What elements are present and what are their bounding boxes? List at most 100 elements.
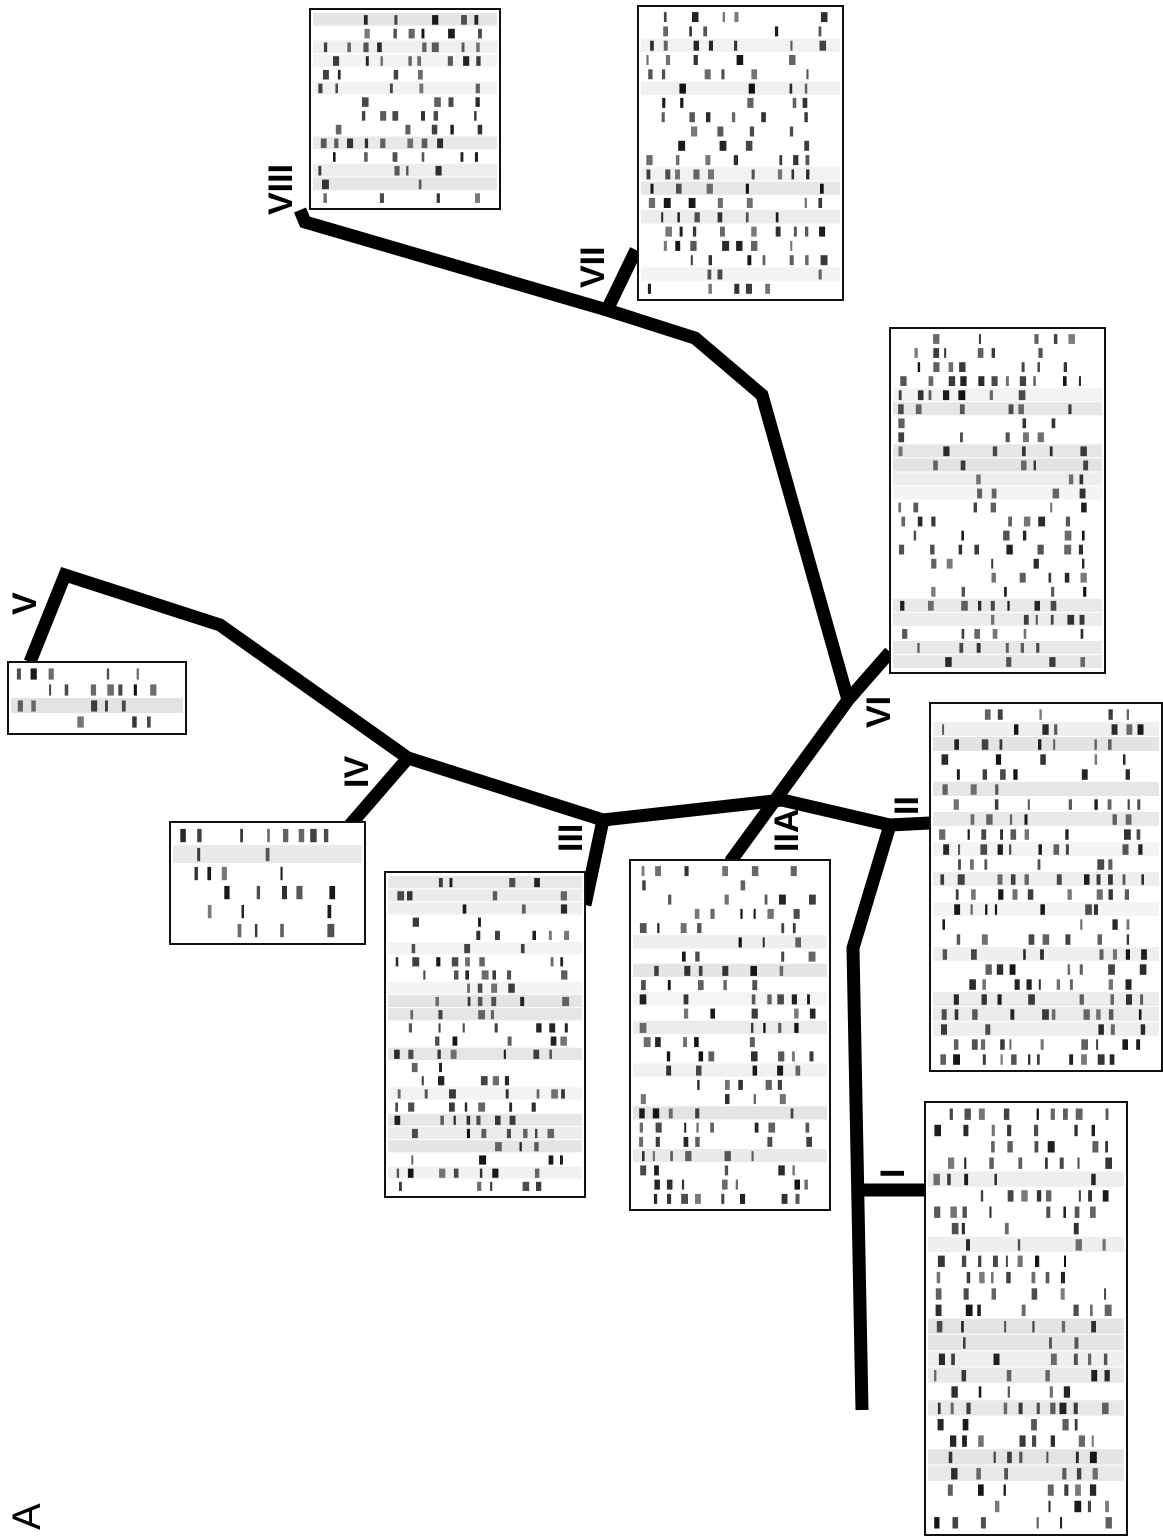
gel-band xyxy=(105,700,108,711)
gel-band xyxy=(238,924,242,937)
gel-lane-shade xyxy=(388,982,582,994)
gel-band xyxy=(720,141,727,151)
gel-band xyxy=(915,348,918,358)
gel-band xyxy=(706,112,710,122)
cluster-label-VIII: VIII xyxy=(262,164,300,215)
gel-band xyxy=(318,166,321,176)
gel-band xyxy=(1123,754,1126,765)
gel-band xyxy=(476,931,480,940)
gel-band xyxy=(746,141,753,151)
gel-band xyxy=(684,1123,686,1133)
gel-band xyxy=(994,1452,996,1463)
gel-panel-II xyxy=(930,703,1162,1071)
gel-band xyxy=(1010,1009,1014,1020)
gel-band xyxy=(1105,1305,1112,1316)
gel-band xyxy=(661,212,663,222)
cluster-label-III: III xyxy=(552,824,590,852)
gel-band xyxy=(819,26,822,36)
gel-band xyxy=(761,112,766,122)
gel-band xyxy=(224,886,229,899)
gel-band xyxy=(549,931,552,940)
gel-band xyxy=(971,904,973,915)
gel-band xyxy=(522,904,526,913)
gel-lane-shade xyxy=(388,1167,582,1179)
gel-band xyxy=(974,503,977,513)
gel-band xyxy=(961,601,968,611)
gel-band xyxy=(1126,724,1132,735)
gel-band xyxy=(914,531,916,541)
gel-band xyxy=(1040,754,1046,765)
gel-lane-shade xyxy=(388,889,582,901)
gel-band xyxy=(418,70,423,80)
gel-panels xyxy=(8,6,1162,1535)
gel-band xyxy=(981,1517,986,1528)
gel-band xyxy=(1103,1239,1106,1250)
gel-band xyxy=(436,166,442,176)
gel-band xyxy=(1005,1223,1009,1234)
gel-band xyxy=(649,198,655,208)
gel-band xyxy=(694,41,699,51)
gel-band xyxy=(461,15,467,25)
gel-band xyxy=(477,1182,481,1191)
gel-band xyxy=(954,994,959,1005)
gel-band xyxy=(763,1023,765,1033)
gel-band xyxy=(793,923,796,933)
gel-band xyxy=(678,141,685,151)
gel-lane-shade xyxy=(928,1351,1124,1366)
gel-band xyxy=(962,1370,967,1381)
gel-band xyxy=(1080,615,1085,625)
gel-lane-shade xyxy=(388,995,582,1007)
gel-band xyxy=(523,1182,530,1191)
gel-band xyxy=(323,70,329,80)
gel-band xyxy=(365,139,368,149)
gel-lane-shade xyxy=(933,782,1159,796)
gel-band xyxy=(983,769,987,780)
gel-panel-IIA xyxy=(630,860,830,1210)
gel-band xyxy=(691,255,693,265)
gel-band xyxy=(736,241,742,251)
gel-band xyxy=(918,362,920,372)
gel-band xyxy=(417,56,421,66)
gel-band xyxy=(749,84,755,94)
gel-band xyxy=(945,657,952,667)
gel-band xyxy=(804,1180,808,1190)
gel-band xyxy=(656,1123,662,1133)
gel-band xyxy=(1091,1174,1096,1185)
gel-band xyxy=(991,1272,994,1283)
gel-band xyxy=(685,1151,691,1161)
gel-band xyxy=(929,376,934,386)
gel-panel-VI xyxy=(890,328,1105,673)
gel-band xyxy=(1007,1452,1012,1463)
gel-band xyxy=(1039,979,1041,990)
gel-band xyxy=(958,390,965,400)
gel-band xyxy=(957,769,960,780)
gel-band xyxy=(436,957,440,966)
gel-band xyxy=(1052,1009,1056,1020)
gel-lane-shade xyxy=(388,1140,582,1152)
gel-band xyxy=(697,1080,699,1090)
gel-band xyxy=(979,1109,985,1120)
gel-band xyxy=(951,1403,954,1414)
gel-band xyxy=(1108,799,1112,810)
gel-band xyxy=(1049,573,1052,583)
gel-band xyxy=(1108,874,1113,885)
gel-band xyxy=(957,934,961,945)
gel-band xyxy=(495,931,500,940)
gel-band xyxy=(978,1435,984,1446)
gel-band xyxy=(327,924,334,937)
gel-band xyxy=(412,957,419,966)
gel-band xyxy=(781,952,784,962)
gel-band xyxy=(747,98,753,108)
gel-band xyxy=(207,867,211,880)
gel-band xyxy=(1064,1256,1066,1267)
gel-band xyxy=(962,587,965,597)
gel-lane-shade xyxy=(893,486,1102,499)
gel-band xyxy=(478,997,483,1006)
gel-band xyxy=(936,1288,942,1299)
gel-band xyxy=(1004,1109,1009,1120)
gel-band xyxy=(561,970,567,979)
gel-band xyxy=(722,866,728,876)
gel-lane-shade xyxy=(928,1335,1124,1350)
gel-band xyxy=(432,43,439,53)
gel-band xyxy=(805,255,809,265)
